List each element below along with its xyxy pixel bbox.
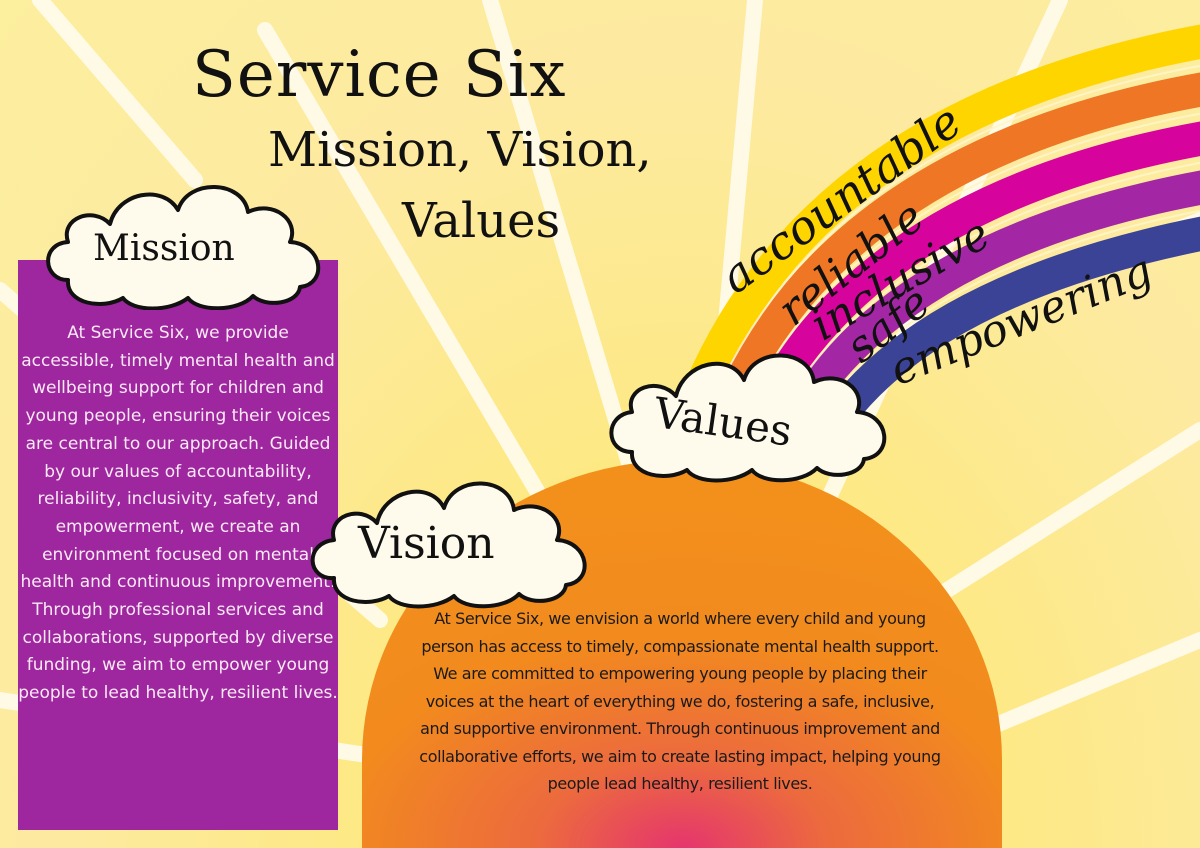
vision-cloud-icon: [310, 481, 587, 609]
page-subtitle-line2: Values: [402, 193, 561, 249]
page-subtitle-line1: Mission, Vision,: [268, 122, 652, 178]
mission-panel: [18, 260, 338, 830]
mission-text: At Service Six, we provide accessible, t…: [18, 323, 338, 704]
mission-heading: Mission: [93, 228, 235, 269]
vision-text: At Service Six, we envision a world wher…: [419, 609, 941, 793]
mission-cloud-icon: [46, 185, 321, 310]
page-title: Service Six: [192, 38, 567, 112]
vision-heading: Vision: [358, 518, 495, 569]
values-cloud-icon: [609, 353, 887, 483]
rainbow: [684, 24, 1200, 426]
